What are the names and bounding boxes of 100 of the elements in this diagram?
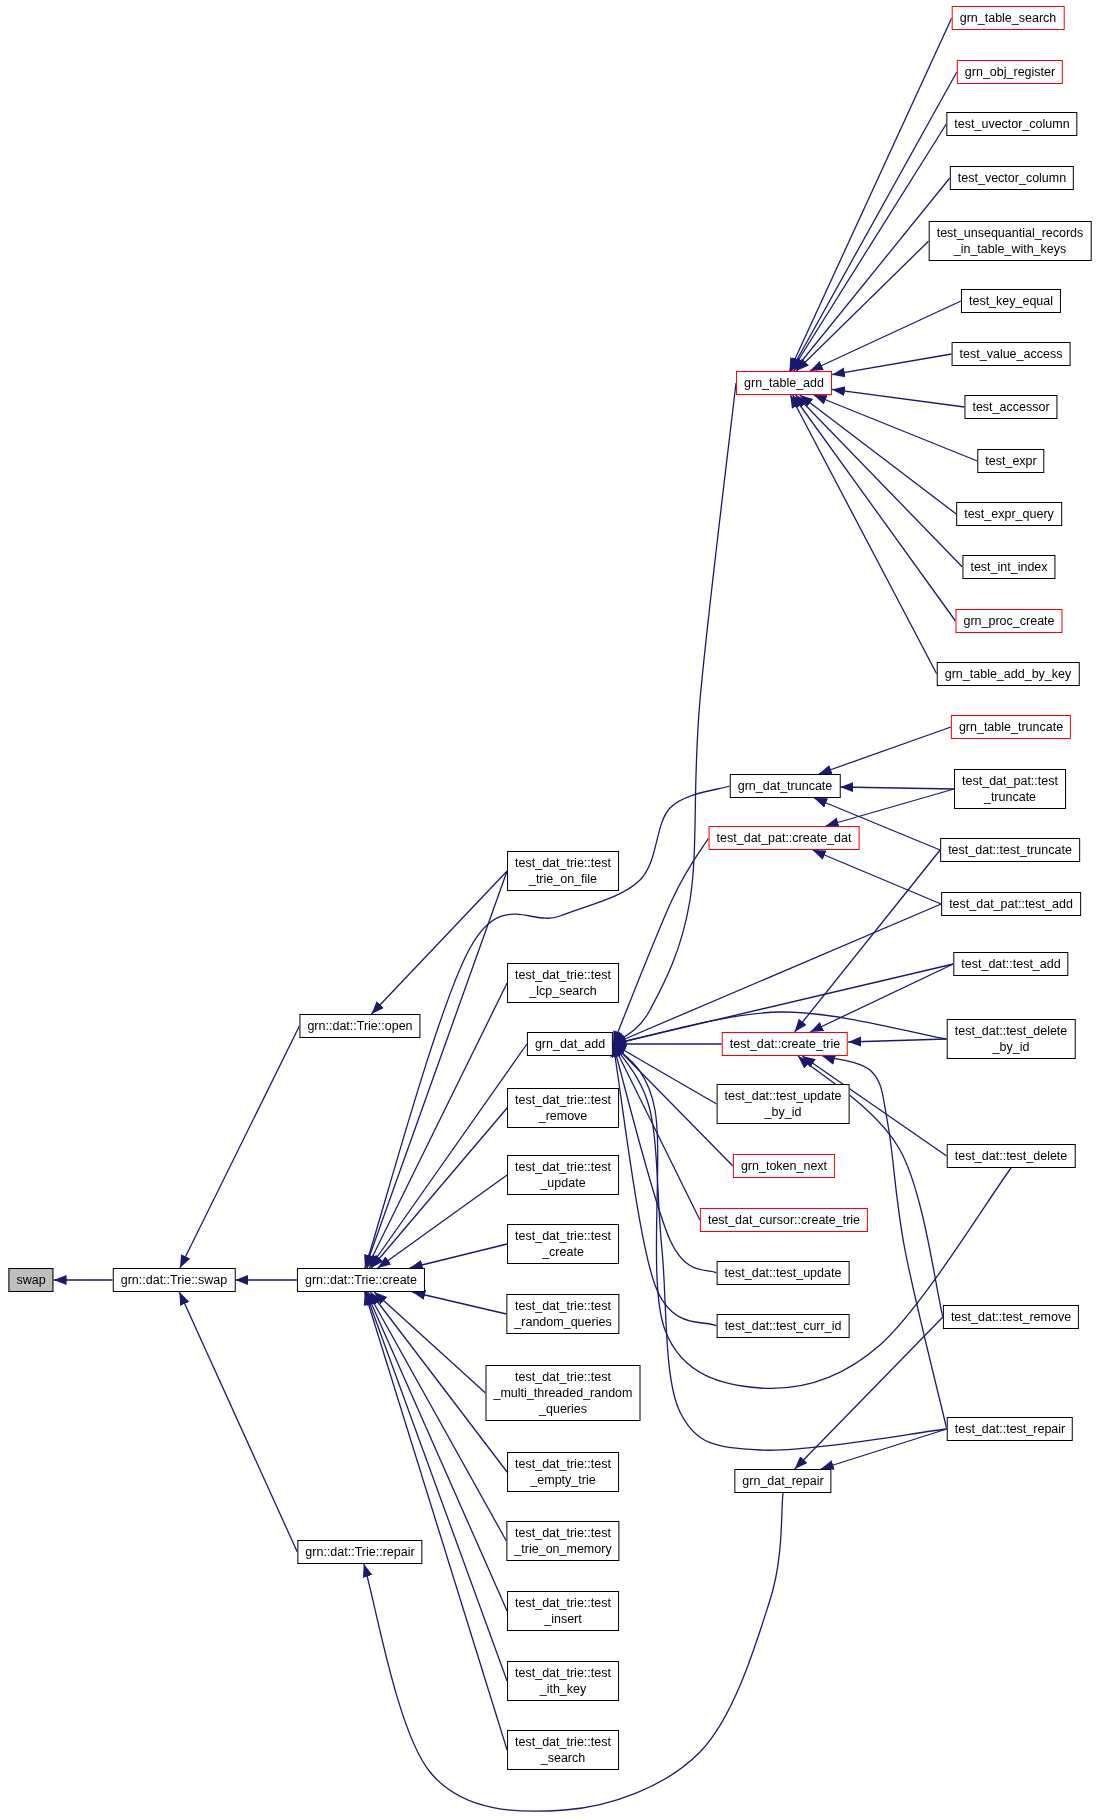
function-box [732, 1154, 836, 1178]
function-name: test_value_access [959, 346, 1063, 362]
call-arrow [818, 726, 952, 775]
function-name: test_dat_trie::test _trie_on_memory [514, 1525, 612, 1557]
call-arrow [794, 1316, 944, 1470]
function-name: test_dat_trie::test _insert [515, 1595, 611, 1627]
call-arrow [790, 123, 947, 372]
call-arrow [234, 1275, 298, 1285]
function-box [736, 371, 832, 395]
function-name: test_dat_trie::test _create [515, 1228, 611, 1260]
function-box [955, 609, 1063, 633]
function-name: grn_token_next [740, 1158, 828, 1174]
call-arrow [364, 785, 731, 1269]
call-arrow [369, 1291, 508, 1473]
call-arrow [813, 394, 978, 462]
function-box [507, 1224, 619, 1264]
call-arrow [364, 1291, 508, 1682]
function-box [942, 1305, 1080, 1329]
function-box [708, 826, 860, 850]
function-name: test_dat_trie::test _search [515, 1734, 611, 1766]
call-arrow [790, 71, 958, 372]
function-name: test_dat::test_update [724, 1265, 842, 1281]
call-arrow [373, 1291, 487, 1394]
function-box [936, 662, 1080, 686]
call-arrow [809, 300, 962, 372]
function-box [507, 963, 619, 1003]
function-box [721, 1032, 849, 1056]
function-name: test_vector_column [957, 170, 1067, 186]
function-name: test_dat_pat::test _truncate [962, 773, 1058, 805]
call-arrow [839, 782, 955, 793]
function-box [949, 166, 1075, 190]
function-box [507, 1661, 619, 1701]
function-name: grn_table_truncate [958, 719, 1064, 735]
call-arrow [789, 394, 938, 675]
call-arrow [831, 353, 953, 378]
function-name: test_dat::test_repair [954, 1421, 1066, 1437]
function-name: test_dat::test_remove [950, 1309, 1072, 1325]
function-box [296, 1268, 426, 1292]
call-arrow [794, 394, 964, 568]
function-name: test_dat_pat::test_add [949, 896, 1073, 912]
call-arrow [370, 870, 508, 1015]
function-box [946, 112, 1078, 136]
function-box [506, 1294, 620, 1334]
function-name: test_expr_query [964, 506, 1054, 522]
call-arrow [799, 394, 957, 515]
function-box [960, 289, 1062, 313]
function-box [946, 1019, 1076, 1059]
call-arrow [793, 849, 941, 1033]
call-arrow [612, 837, 710, 1045]
function-name: grn::dat::Trie::repair [305, 1544, 415, 1560]
call-arrow [813, 797, 941, 851]
call-arrow [366, 982, 508, 1269]
function-box [940, 838, 1080, 862]
call-arrow [409, 1243, 508, 1270]
call-arrow [795, 240, 930, 372]
function-box [962, 555, 1056, 579]
function-name: test_dat_trie::test _empty_trie [515, 1456, 611, 1488]
call-arrow [824, 788, 955, 828]
function-name: grn::dat::Trie::open [307, 1018, 413, 1034]
call-arrow [793, 177, 951, 372]
function-name: test_unsequantial_records _in_table_with_keys [936, 225, 1084, 257]
function-name: grn_dat_add [534, 1036, 606, 1052]
call-arrow [370, 1107, 508, 1269]
call-arrow [411, 1290, 508, 1315]
function-box [964, 395, 1058, 419]
function-box [941, 892, 1081, 916]
function-name: grn_proc_create [963, 613, 1055, 629]
function-box [8, 1268, 54, 1292]
function-box [946, 1144, 1076, 1168]
call-arrow [809, 963, 954, 1033]
function-name: test_dat_trie::test _multi_threaded_random _queries [493, 1369, 633, 1417]
function-name: grn::dat::Trie::create [304, 1272, 418, 1288]
function-name: grn_table_search [959, 10, 1057, 26]
function-box [485, 1365, 641, 1421]
function-box [954, 769, 1066, 809]
function-box [716, 1084, 850, 1124]
function-name: test_dat_pat::create_dat [716, 830, 852, 846]
function-name: test_accessor [972, 399, 1050, 415]
call-arrow [179, 1025, 301, 1269]
call-arrow [364, 870, 508, 1269]
function-name: test_dat_cursor::create_trie [707, 1212, 861, 1228]
function-name: grn_obj_register [964, 64, 1056, 80]
function-box [946, 1417, 1074, 1441]
function-box [956, 60, 1064, 84]
function-box [507, 1730, 619, 1770]
function-name: grn_table_add_by_key [944, 666, 1072, 682]
function-name: test_dat::test_curr_id [724, 1318, 842, 1334]
call-arrow [791, 394, 957, 622]
call-arrow [362, 1492, 784, 1812]
function-box [112, 1268, 236, 1292]
function-box [507, 851, 619, 891]
function-name: test_dat::test_add [961, 956, 1061, 972]
function-name: test_dat_trie::test _ith_key [515, 1665, 611, 1697]
function-name: test_key_equal [968, 293, 1054, 309]
function-name: test_dat_trie::test _random_queries [514, 1298, 612, 1330]
function-name: test_dat_trie::test _remove [515, 1092, 611, 1124]
function-name: test_expr [985, 453, 1037, 469]
call-arrow [363, 1291, 508, 1751]
function-name: test_int_index [970, 559, 1048, 575]
call-arrow [801, 1055, 948, 1157]
